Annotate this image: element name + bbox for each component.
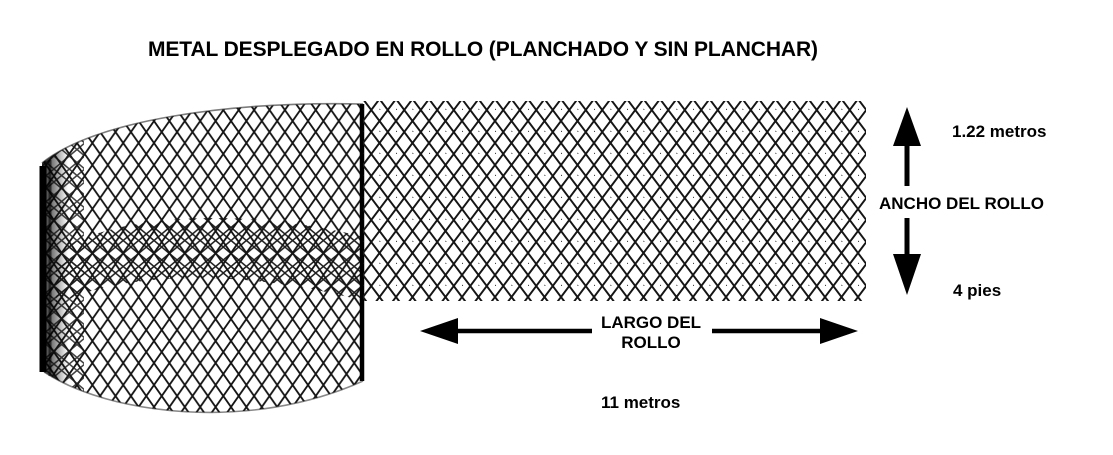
roll-width-metric-label: 1.22 metros [952, 122, 1047, 141]
roll-length-name-label: LARGO DEL ROLLO [600, 313, 702, 353]
coil-front-wall [42, 103, 363, 413]
double-arrow-vertical-icon [893, 107, 921, 295]
rolled-coil-graphic [39, 102, 365, 414]
coil-bottom-edge [43, 371, 364, 414]
flat-sheet-graphic [363, 101, 866, 301]
page-title: METAL DESPLEGADO EN ROLLO (PLANCHADO Y S… [148, 38, 818, 61]
coil-top-edge [41, 102, 364, 164]
roll-length-metric-label: 11 metros [601, 393, 681, 412]
double-arrow-horizontal-icon [420, 318, 858, 344]
roll-width-name-label: ANCHO DEL ROLLO [879, 194, 1044, 213]
roll-width-imperial-label: 4 pies [953, 281, 1002, 300]
